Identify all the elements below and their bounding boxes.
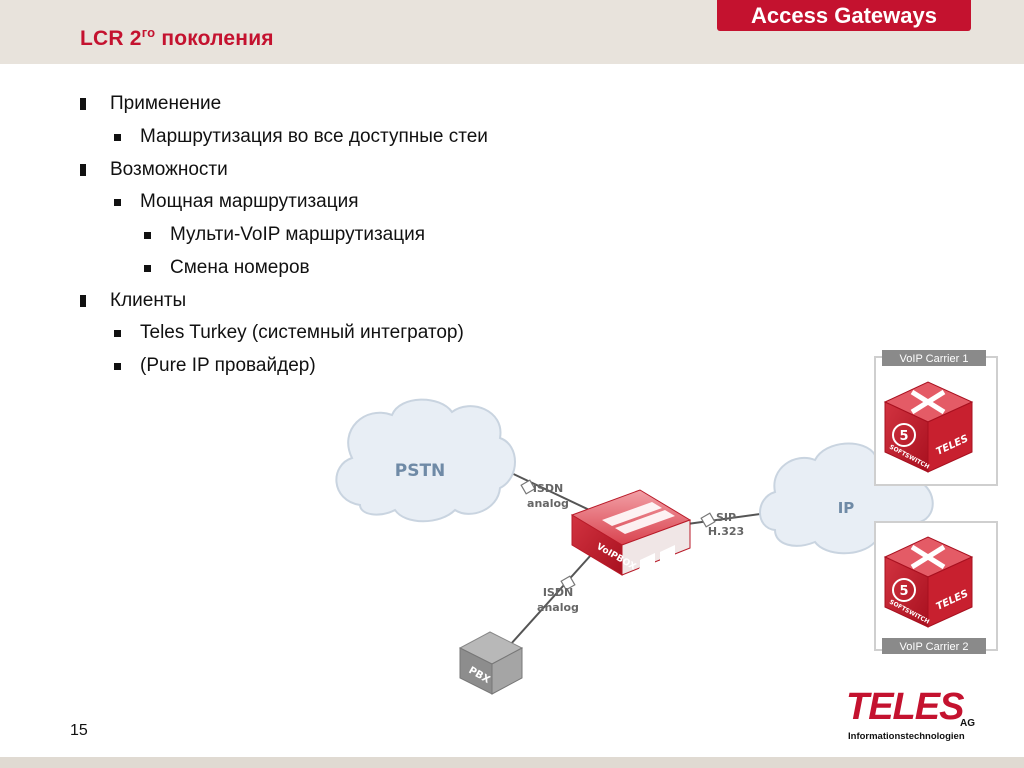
teles-logo: TELES AG Informationstechnologien <box>842 687 992 747</box>
voipbox-device: VoIPBOX BRI <box>570 489 692 583</box>
section-badge: Access Gateways <box>717 0 971 31</box>
carrier-1-tab <box>882 350 986 366</box>
title-rest: поколения <box>155 27 274 50</box>
bullet-item: Маршрутизация во все доступные стеи <box>140 126 488 147</box>
carrier-2-label: VoIP Carrier 2 <box>900 641 969 653</box>
logo-subtitle: Informationstechnologien <box>848 731 965 742</box>
bullet-item: Смена номеров <box>170 257 310 278</box>
pstn-label: PSTN <box>395 461 446 481</box>
bullet-marker <box>80 98 86 110</box>
bullet-marker <box>114 134 121 141</box>
bullet-item: (Pure IP провайдер) <box>140 355 316 376</box>
carrier-1-label: VoIP Carrier 1 <box>900 353 969 365</box>
page-number: 15 <box>70 722 88 739</box>
title-superscript: го <box>141 25 156 40</box>
slide-title: LCR 2го поколения <box>80 25 274 51</box>
bullet-marker <box>114 330 121 337</box>
pbx-device: PBX <box>458 631 524 695</box>
bullet-item: Применение <box>110 93 222 114</box>
pstn-cloud-shape <box>335 398 516 523</box>
carrier-2: VoIP Carrier 2 5 SOFTSWITCH TELES <box>874 521 998 654</box>
logo-word: TELES <box>846 686 964 728</box>
bullet-item: Мульти-VoIP маршрутизация <box>170 224 426 245</box>
bullet-marker <box>114 199 121 206</box>
ip-label: IP <box>838 499 855 517</box>
bullet-item: Teles Turkey (системный интегратор) <box>140 322 464 343</box>
carrier-2-tab <box>882 638 986 654</box>
link-pstn-label-2: analog <box>527 497 569 510</box>
carrier-1: VoIP Carrier 1 5 SOFTSWITCH TELES <box>874 350 998 486</box>
logo-ag: AG <box>960 718 975 729</box>
link-voipbox-pbx <box>509 544 601 646</box>
bullet-marker <box>144 265 151 272</box>
link-pstn-label-1: ISDN <box>533 482 563 495</box>
connector-pstn <box>520 479 536 495</box>
softswitch-1-digit: 5 <box>899 429 908 444</box>
connector-pbx <box>560 575 576 591</box>
connector-ip <box>700 512 716 528</box>
bullet-marker <box>114 363 121 370</box>
bullet-marker <box>80 164 86 176</box>
bullet-item: Мощная маршрутизация <box>140 191 359 212</box>
link-pstn-voipbox <box>504 469 601 516</box>
softswitch-2-digit: 5 <box>899 584 908 599</box>
link-pbx-label-1: ISDN <box>543 586 573 599</box>
link-connectors <box>520 479 716 591</box>
footer-bar <box>0 757 1024 768</box>
pstn-cloud: PSTN <box>335 398 516 523</box>
link-pbx-label-2: analog <box>537 601 579 614</box>
link-ip-label-2: H.323 <box>708 525 744 538</box>
bullet-marker <box>80 295 86 307</box>
bullet-item: Клиенты <box>110 290 187 311</box>
bullet-item: Возможности <box>110 159 228 180</box>
link-ip-label-1: SIP <box>716 511 736 524</box>
bullet-marker <box>144 232 151 239</box>
title-main: LCR 2 <box>80 27 142 50</box>
